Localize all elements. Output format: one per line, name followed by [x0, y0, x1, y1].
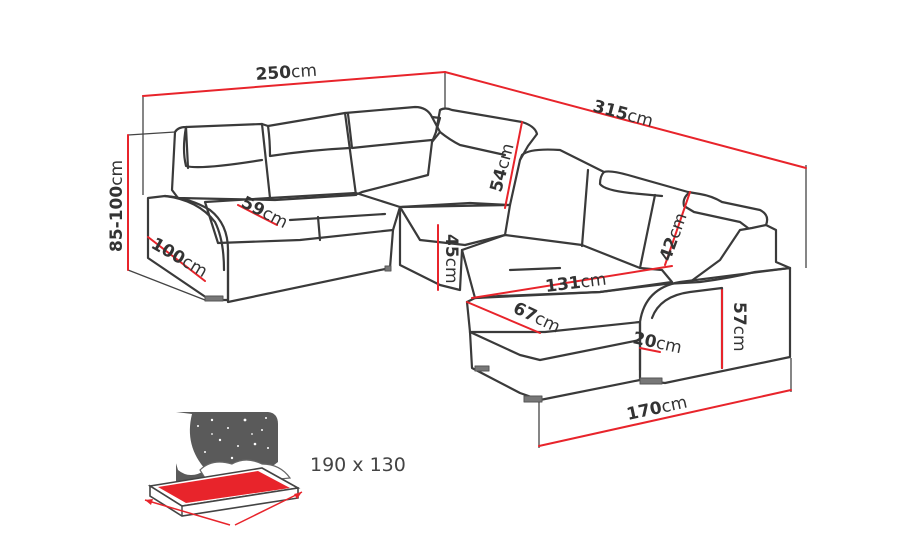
dim-line-67	[466, 301, 541, 334]
label-100: 100cm	[148, 234, 211, 282]
dimension-lines	[127, 71, 807, 447]
label-20: 20cm	[631, 328, 684, 358]
dimension-labels: 250cm 315cm 85-100cm 100cm 59cm 54cm 45c…	[107, 61, 749, 425]
label-57: 57cm	[729, 302, 749, 352]
dim-line-54	[504, 121, 523, 209]
dim-line-59	[237, 204, 278, 226]
dim-line-170	[538, 389, 792, 447]
dim-line-42	[664, 191, 691, 266]
sofa-outline	[146, 105, 792, 403]
bed-size-label: 190 x 130	[310, 454, 406, 476]
label-315: 315cm	[591, 97, 656, 132]
label-250: 250cm	[255, 61, 318, 85]
mattress-red	[158, 471, 290, 503]
label-height: 85-100cm	[107, 160, 127, 252]
dim-line-20	[639, 347, 661, 353]
dim-line-315	[444, 71, 807, 169]
label-45: 45cm	[441, 234, 461, 284]
label-42: 42cm	[656, 210, 692, 263]
dim-line-100	[147, 236, 206, 282]
label-131: 131cm	[544, 270, 607, 297]
dim-line-250	[142, 71, 446, 97]
extension-lines	[127, 72, 807, 448]
bed-icon	[144, 412, 303, 526]
dim-line-131	[471, 265, 673, 299]
